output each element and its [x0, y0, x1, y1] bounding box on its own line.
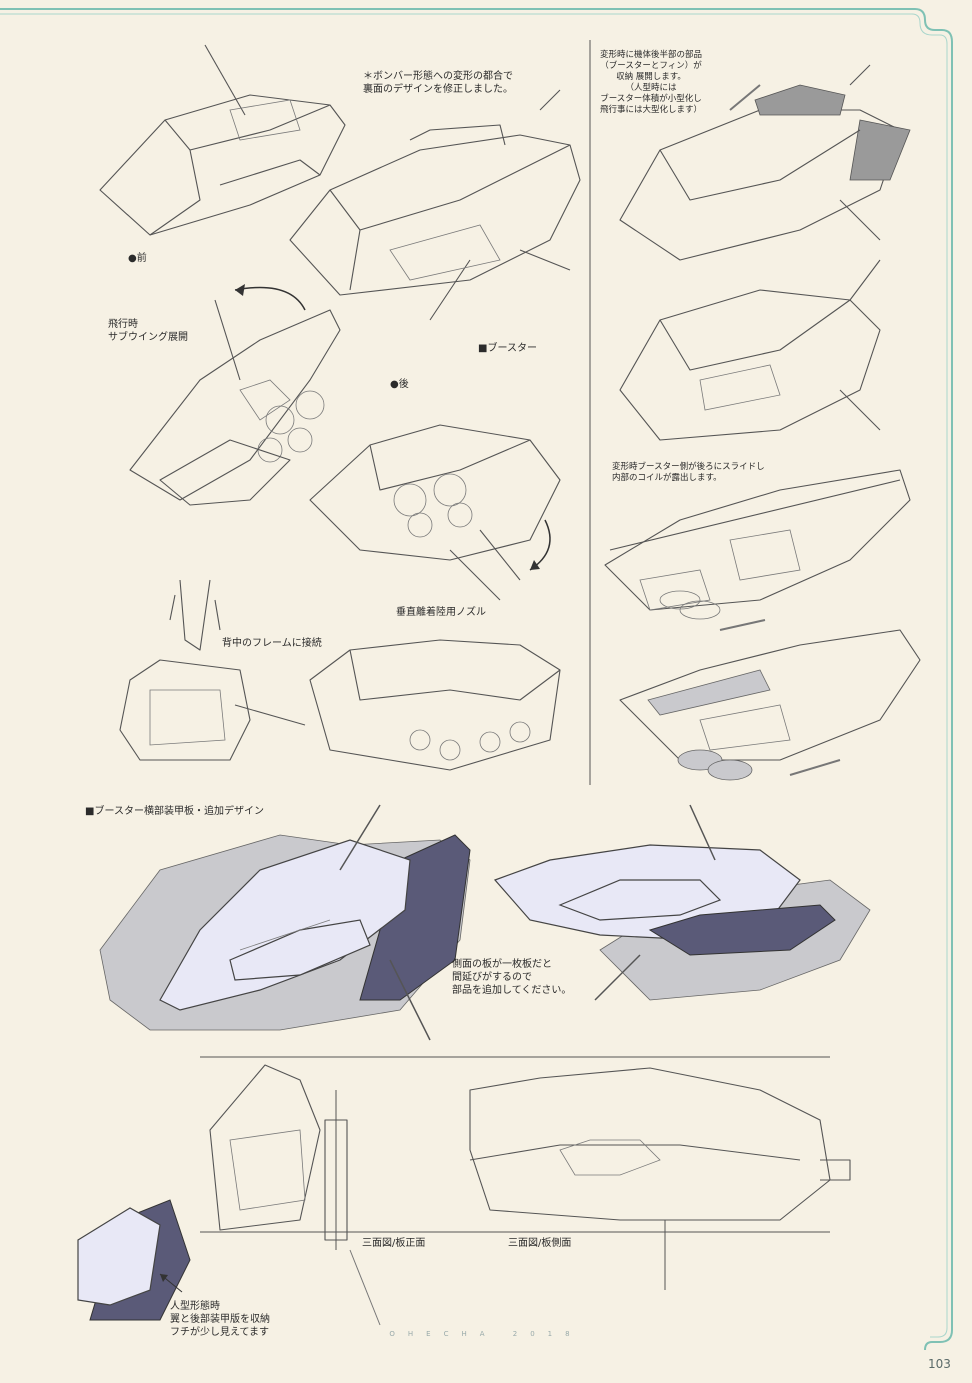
booster-label: ■ブースター: [478, 343, 537, 354]
vertical-nozzle-label: 垂直離着陸用ノズル: [396, 607, 486, 618]
side-armor-heading: ■ブースター横部装甲板・追加デザイン: [85, 806, 264, 817]
three-view-side-label: 三面図/板側面: [508, 1238, 572, 1249]
flight-wing-label: 飛行時 サブウイング展開: [108, 319, 188, 343]
side-plate-note: 側面の板が一枚板だと 間延びがするので 部品を追加してください。: [452, 959, 572, 996]
transform-top-note: 変形時に機体後半部の部品 （ブースターとフィン）が 収納 展開します。 （人型時…: [600, 50, 703, 115]
transform-slide-note: 変形時ブースター側が後ろにスライドし 内部のコイルが露出します。: [612, 462, 765, 483]
bomber-transform-note: ＊ボンバー形態への変形の都合で 裏面のデザインを修正しました。: [363, 71, 513, 95]
front-label: ●前: [128, 253, 147, 264]
back-frame-label: 背中のフレームに接続: [222, 638, 322, 649]
rear-label: ●後: [390, 379, 409, 390]
page-number: 103: [928, 1357, 951, 1371]
footer-watermark: OHECHA 2018: [389, 1330, 583, 1338]
three-view-front-label: 三面図/板正面: [362, 1238, 426, 1249]
humanoid-note: 人型形態時 翼と後部装甲版を収納 フチが少し見えてます: [170, 1301, 270, 1338]
